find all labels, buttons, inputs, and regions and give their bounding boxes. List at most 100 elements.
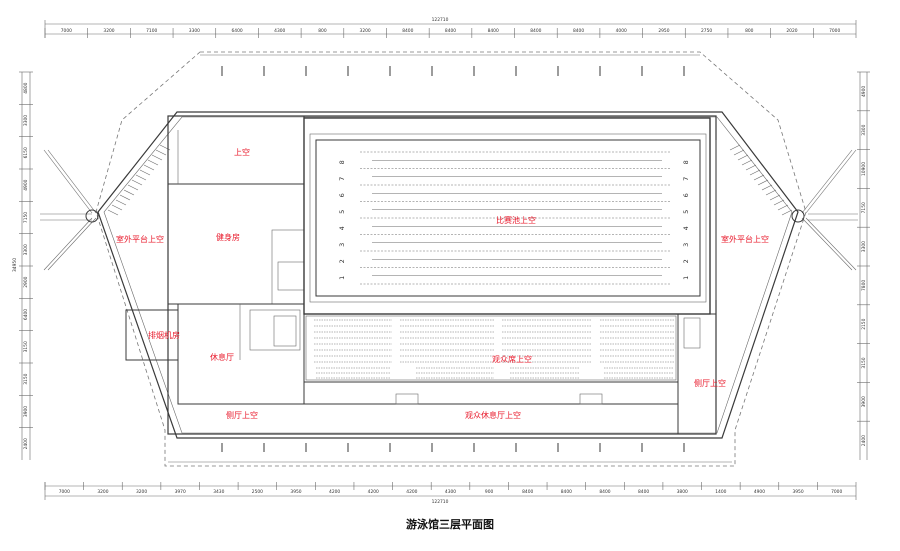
bottom-dim-label: 3200 (97, 489, 108, 495)
terrace-step-right (741, 159, 753, 166)
terrace-step-right (777, 204, 789, 211)
top-dim-label: 2020 (786, 28, 797, 34)
room-label-lounge: 休息厅 (210, 352, 234, 362)
left-dim-label: 2900 (23, 276, 29, 287)
lane-number-right: 8 (682, 160, 690, 164)
overall-width-bottom: 122710 (432, 499, 449, 505)
terrace-step-right (769, 194, 781, 201)
terrace-steps (107, 144, 793, 216)
room-label-terrace-right: 室外平台上空 (721, 234, 769, 244)
terrace-step-left (143, 164, 155, 171)
lane-number-left: 2 (338, 259, 346, 263)
lane-number-left: 8 (338, 160, 346, 164)
lane-number-right: 7 (682, 177, 690, 181)
bottom-dim-label: 3800 (677, 489, 688, 495)
top-dim-label: 4000 (616, 28, 627, 34)
top-dim-label: 7000 (61, 28, 72, 34)
lane-number-left: 5 (338, 210, 346, 214)
terrace-step-right (753, 174, 765, 181)
terrace-step-left (135, 174, 147, 181)
right-dim-label: 7800 (861, 280, 867, 291)
terrace-step-right (733, 149, 745, 156)
roof-outline (95, 51, 807, 467)
bottom-dim-label: 4200 (406, 489, 417, 495)
top-dim-label: 4300 (274, 28, 285, 34)
bottom-dim-label: 900 (485, 489, 494, 495)
room-label-audience-lounge: 观众休息厅上空 (465, 410, 521, 420)
overall-width-top: 122710 (432, 17, 449, 23)
building-outline (97, 111, 799, 439)
corner-supports (40, 149, 858, 271)
lane-number-left: 7 (338, 177, 346, 181)
left-dimension-chain: 34950 4800330061504900715033002900640031… (12, 71, 33, 460)
bottom-dim-label: 7000 (831, 489, 842, 495)
lane-number-right: 2 (682, 259, 690, 263)
right-dim-label: 2400 (861, 435, 867, 446)
top-dim-label: 6400 (231, 28, 242, 34)
top-dim-label: 3200 (360, 28, 371, 34)
left-column-circle (85, 209, 99, 223)
bottom-dim-label: 3430 (213, 489, 224, 495)
lane-number-right: 1 (682, 276, 690, 280)
bottom-dim-label: 4900 (754, 489, 765, 495)
lane-number-right: 3 (682, 243, 690, 247)
top-dim-label: 8400 (488, 28, 499, 34)
right-dim-label: 7150 (861, 202, 867, 213)
right-dim-label: 10900 (861, 162, 867, 176)
bottom-dim-label: 8400 (561, 489, 572, 495)
room-label-gym: 健身房 (216, 232, 240, 242)
terrace-step-right (761, 184, 773, 191)
top-dim-label: 8400 (573, 28, 584, 34)
bottom-dim-label: 4200 (368, 489, 379, 495)
terrace-step-left (155, 149, 167, 156)
terrace-step-right (781, 209, 793, 216)
terrace-step-left (127, 184, 139, 191)
bottom-dim-label: 3200 (136, 489, 147, 495)
overall-height-left: 34950 (12, 258, 18, 272)
right-dim-label: 3300 (861, 124, 867, 135)
bottom-dim-label: 3950 (792, 489, 803, 495)
top-dim-label: 3300 (189, 28, 200, 34)
drawing-title: 游泳馆三层平面图 (406, 517, 494, 531)
terrace-step-left (111, 204, 123, 211)
lane-number-right: 6 (682, 193, 690, 197)
room-label-smoke-room: 排烟机房 (148, 330, 180, 340)
room-label-side-hall-left: 侧厅上空 (226, 410, 258, 420)
inner-structure (125, 115, 717, 435)
top-dim-label: 2950 (658, 28, 669, 34)
bottom-dim-label: 2500 (252, 489, 263, 495)
terrace-step-left (115, 199, 127, 206)
top-dim-label: 8400 (530, 28, 541, 34)
bottom-dim-label: 3970 (175, 489, 186, 495)
terrace-step-right (773, 199, 785, 206)
room-label-stands-void: 观众席上空 (492, 354, 532, 364)
bottom-dim-label: 3950 (290, 489, 301, 495)
right-dim-label: 3150 (861, 357, 867, 368)
lane-number-right: 4 (682, 226, 690, 230)
room-label-terrace-left: 室外平台上空 (116, 234, 164, 244)
bottom-dim-label: 7000 (59, 489, 70, 495)
left-dim-label: 2400 (23, 438, 29, 449)
left-dim-label: 3300 (23, 244, 29, 255)
bottom-dim-label: 8400 (522, 489, 533, 495)
left-dim-label: 4900 (23, 179, 29, 190)
seating-rows (314, 319, 674, 379)
left-dim-label: 6150 (23, 147, 29, 158)
bottom-dim-label: 8400 (599, 489, 610, 495)
lane-number-left: 6 (338, 193, 346, 197)
top-dim-label: 7100 (146, 28, 157, 34)
terrace-step-left (123, 189, 135, 196)
lane-number-left: 3 (338, 243, 346, 247)
right-dim-label: 3300 (861, 241, 867, 252)
terrace-step-left (119, 194, 131, 201)
left-dim-label: 3900 (23, 406, 29, 417)
bottom-dim-label: 1400 (715, 489, 726, 495)
right-column-circle (791, 209, 805, 223)
terrace-step-left (139, 169, 151, 176)
terrace-step-left (107, 209, 119, 216)
room-label-top-void: 上空 (234, 147, 250, 157)
top-dim-label: 800 (318, 28, 327, 34)
